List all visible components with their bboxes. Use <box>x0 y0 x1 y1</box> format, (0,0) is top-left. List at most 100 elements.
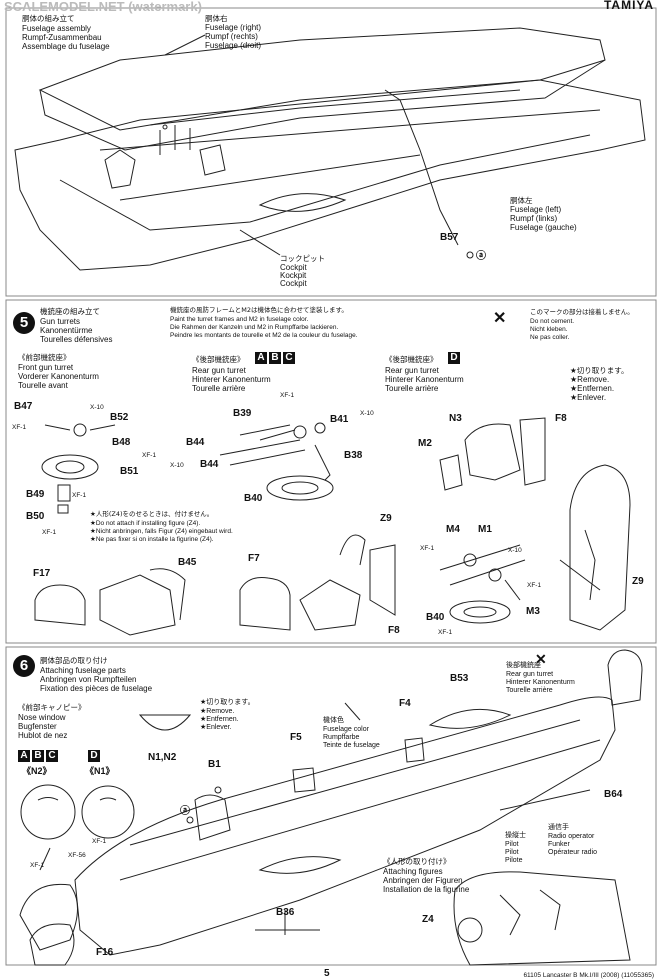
step4-title-fr: Assemblage du fuselage <box>22 42 110 51</box>
mark-a-6: ⓐ <box>180 806 190 817</box>
cockpit-label-fr: Cockpit <box>280 279 307 288</box>
remove-note-fr: ★Enlever. <box>570 393 607 402</box>
part-z9-d: Z9 <box>632 576 644 587</box>
part-b40: B40 <box>244 493 263 504</box>
fuselage-color-de: Rumpffarbe <box>323 734 360 741</box>
fuselage-color-fr: Teinte de fuselage <box>323 742 380 749</box>
pilot-fr: Pilote <box>505 857 523 864</box>
z4-note-de: ★Nicht anbringen, falls Figur (Z4) einge… <box>90 528 233 535</box>
part-z4: Z4 <box>422 914 434 925</box>
fuselage-color-en: Fuselage color <box>323 726 369 733</box>
paint-xf56-nose: XF-56 <box>68 852 86 859</box>
figures-jp: 《人形の取り付け》 <box>383 857 451 866</box>
part-f7: F7 <box>248 553 260 564</box>
paint-x10-c: X-10 <box>170 462 184 469</box>
part-b48: B48 <box>112 437 131 448</box>
rear-turret-abc-fr: Tourelle arrière <box>192 384 246 393</box>
part-m1: M1 <box>478 524 492 535</box>
remove6-de: ★Entfernen. <box>200 716 239 723</box>
rear6-fr: Tourelle arrière <box>506 687 553 694</box>
part-b49: B49 <box>26 489 45 500</box>
part-n1-n2: N1,N2 <box>148 752 177 763</box>
part-z9-abc: Z9 <box>380 513 392 524</box>
front-turret-en: Front gun turret <box>18 363 74 372</box>
step6-number: 6 <box>13 655 35 677</box>
rear-turret-abc-en: Rear gun turret <box>192 366 246 375</box>
paint-x10-b: X-10 <box>360 410 374 417</box>
fuselage-right-label-en: Fuselage (right) <box>205 23 262 32</box>
step6-title-en: Attaching fuselage parts <box>40 666 126 675</box>
leader-line <box>164 34 206 56</box>
part-b39: B39 <box>233 408 252 419</box>
paint-xf1-a: XF-1 <box>12 424 27 431</box>
no-cement-icon-6: ✕ <box>535 651 547 667</box>
paint-note-jp: 機銃座の風防フレームとM2は機体色に合わせて塗装します。 <box>170 306 348 314</box>
nose-windows-drawing <box>19 714 192 966</box>
leader-line <box>239 229 281 256</box>
rear-turret-small-drawing <box>607 649 643 706</box>
letter-c-nose: C <box>46 750 58 762</box>
step4-title-de: Rumpf-Zusammenbau <box>22 33 102 42</box>
step4-title-en: Fuselage assembly <box>22 24 91 33</box>
part-n3: N3 <box>449 413 462 424</box>
paint-xf1-c: XF-1 <box>72 492 87 499</box>
part-b45: B45 <box>178 557 197 568</box>
fuselage-left-half-drawing <box>14 79 646 271</box>
rear-turret-d-drawing <box>439 417 631 631</box>
front-turret-drawing <box>34 423 186 636</box>
remove-note-en: ★Remove. <box>570 375 610 384</box>
leader-line <box>344 702 361 721</box>
remove6-fr: ★Enlever. <box>200 724 232 731</box>
figures-de: Anbringen der Figuren <box>383 876 463 885</box>
paint-xf1-e: XF-1 <box>280 392 295 399</box>
fuselage-assembled-drawing <box>74 696 616 956</box>
fuselage-right-half-drawing <box>38 27 606 151</box>
part-m2: M2 <box>418 438 432 449</box>
radio-de: Funker <box>548 841 570 848</box>
step5-title-jp: 機銃座の組み立て <box>40 307 100 316</box>
step6-frame <box>5 646 657 966</box>
part-b41: B41 <box>330 414 349 425</box>
fuselage-right-label-jp: 胴体右 <box>205 14 228 23</box>
remove-note-de: ★Entfernen. <box>570 384 615 393</box>
b57-antenna-drawing <box>384 89 474 259</box>
part-f8-abc: F8 <box>388 625 400 636</box>
part-b53: B53 <box>450 673 469 684</box>
radio-jp: 通信手 <box>548 823 569 831</box>
z4-note-en: ★Do not attach if installing figure (Z4)… <box>90 520 201 527</box>
part-b50: B50 <box>26 511 45 522</box>
part-f8-d: F8 <box>555 413 567 424</box>
cement-note-jp: このマークの部分は接着しません。 <box>530 308 634 316</box>
fuselage-color-jp: 機体色 <box>323 716 344 724</box>
step5-frame <box>5 299 657 644</box>
step5-number: 5 <box>13 312 35 334</box>
radio-en: Radio operator <box>548 833 595 840</box>
paint-x10-d: X-10 <box>508 547 522 554</box>
paint-x10-a: X-10 <box>90 404 104 411</box>
part-f17: F17 <box>33 568 51 579</box>
fuselage-right-label-de: Rumpf (rechts) <box>205 32 258 41</box>
rear-turret-d-de: Hinterer Kanonenturm <box>385 375 464 384</box>
cement-note-de: Nicht kleben. <box>530 326 568 333</box>
pilot-en: Pilot <box>505 841 519 848</box>
nose-letter-d-box: D <box>88 750 102 762</box>
part-b44-upper: B44 <box>186 437 205 448</box>
cement-note-en: Do not cement. <box>530 318 575 325</box>
step5-title-en: Gun turrets <box>40 317 81 326</box>
letter-d: D <box>448 352 460 364</box>
pilot-de: Pilot <box>505 849 519 856</box>
rear-turret-abc-drawing <box>219 422 396 631</box>
part-b44-lower: B44 <box>200 459 219 470</box>
figures-en: Attaching figures <box>383 867 443 876</box>
paint-xf1-nose: XF-1 <box>30 862 45 869</box>
paint-xf1-g: XF-1 <box>527 582 542 589</box>
paint-xf1-d: XF-1 <box>42 529 57 536</box>
cockpit-label-de: Kockpit <box>280 271 307 280</box>
step4-frame <box>5 7 657 297</box>
rear-turret-abc-de: Hinterer Kanonenturm <box>192 375 271 384</box>
part-f5: F5 <box>290 732 302 743</box>
nose-window-fr: Hublot de nez <box>18 731 68 740</box>
paint-xf1-nose-b: XF-1 <box>92 838 107 845</box>
paint-note-en: Paint the turret frames and M2 in fusela… <box>170 316 309 323</box>
page-number: 5 <box>324 968 330 979</box>
